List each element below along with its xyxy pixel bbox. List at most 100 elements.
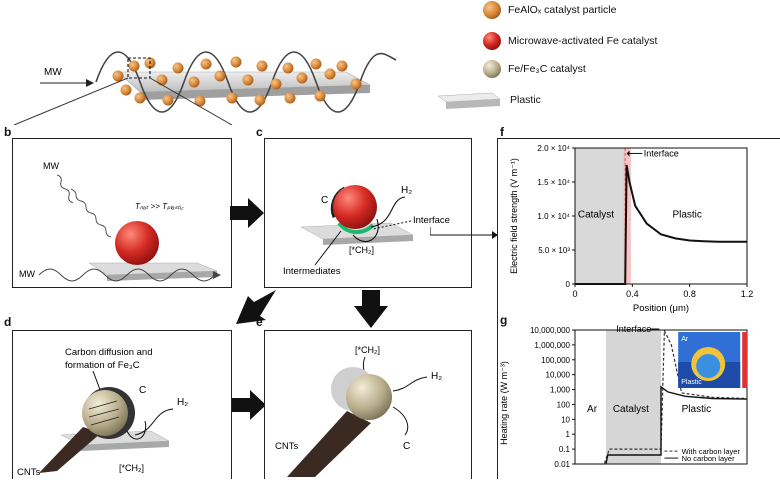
panel-e-fe3c-particle [346,374,392,420]
x-axis-label: Position (μm) [633,303,689,314]
panel-e-diagram: [*CH₂] H₂ C CNTs [275,345,442,477]
region-label-catalyst: Catalyst [578,209,614,220]
arrow-d-to-e [232,390,266,420]
panel-b-diagram: MW Tₙₐₜ >> Tₚₗₐₛₜᵢ꜀ MW [19,161,221,282]
panel-c-h2: H₂ [401,185,412,196]
x-tick-label: 0 [572,289,577,299]
legend-label-plastic: Plastic [510,94,541,106]
diffusion-line-3 [90,416,120,426]
legend-label-with-carbon: With carbon layer [682,447,741,456]
legend-item-fe3c: Fe/Fe₃C catalyst [482,59,586,79]
zoom-box [127,57,151,79]
g-interface-annotation: Interface [616,324,651,334]
panel-d-formation: formation of Fe₃C [65,360,140,371]
panel-d-cnts: CNTs [17,467,40,478]
panel-e-h2: H₂ [431,371,442,382]
arrow-c-to-d [236,290,276,324]
inset-particle [696,354,721,378]
panel-c-carbon: C [321,195,328,206]
chart-g: 10,000,0001,000,000100,00010,0001,000100… [499,324,748,469]
region-label-plastic: Plastic [672,209,701,220]
interface-annotation-head [626,150,630,157]
g-y-tick-label: 10,000 [546,371,571,380]
panel-b-label: b [4,125,12,139]
panel-c-label: c [256,125,263,139]
chart-f-label: f [500,125,504,139]
y-tick-label: 1.5 × 10⁴ [537,178,570,187]
interface-pointer [372,220,412,230]
y-tick-label: 2.0 × 10⁴ [537,144,570,153]
panel-a-schematic: MW [13,51,397,126]
region-label-plastic-g: Plastic [682,404,711,415]
legend-item-fealox: FeAlOₓ catalyst particle [482,0,616,20]
panel-e-h2-arrow [392,376,428,392]
panel-c-loop-arrow [352,218,379,242]
panel-c-diagram: C H₂ Interface [*CH₂] Intermediates [283,185,450,277]
legend-label-fealox: FeAlOₓ catalyst particle [508,4,617,16]
panel-d-carbon: C [139,385,146,396]
inset-ar-label: Ar [681,336,689,343]
incoming-microwave [56,174,74,204]
panel-b-fe-particle [115,221,159,265]
electric-field-curve [575,164,747,285]
panel-a: MW [0,0,470,126]
panel-d-label: d [4,315,12,329]
panel-c-intermediates: Intermediates [283,266,341,277]
panel-d: Carbon diffusion and formation of Fe₃C C… [12,330,232,479]
panel-e-ch2: [*CH₂] [355,345,380,355]
interface-band [623,148,631,284]
y-axis-label: Electric field strength (V m⁻¹) [509,158,519,274]
panel-e-cnt [287,411,371,477]
arrow-c-to-e [354,290,388,328]
g-y-tick-label: 1,000,000 [534,341,570,350]
panel-e-carbon: C [403,441,410,452]
g-y-tick-label: 10,000,000 [530,326,571,335]
arrow-b-to-c [230,198,264,228]
series-no-carbon-layer [605,385,748,465]
panel-d-diagram: Carbon diffusion and formation of Fe₃C C… [17,347,188,478]
panel-b-wave [38,268,216,282]
panel-c-ch2: [*CH₂] [349,245,374,255]
panel-e-c-arrow [392,406,409,436]
intermediate-layer [337,221,375,235]
plastic-slab-icon [437,92,501,109]
catalyst-particles [112,56,362,107]
chart-g-frame [574,329,748,465]
legend-label-fe3c: Fe/Fe₃C catalyst [508,63,586,75]
connector-c-to-f [430,227,498,239]
zoom-line-right [149,77,233,126]
panel-d-h2-arrow [134,408,174,436]
fe-catalyst-icon [483,32,501,50]
interface-annotation: Interface [644,148,679,158]
y-tick-label: 5.0 × 10³ [538,246,570,255]
panel-c-interface: Interface [413,215,450,226]
catalyst-region-g [605,330,661,464]
panel-b-mw-bottom: MW [19,269,35,279]
panel-e-label: e [256,315,263,329]
inset-colorbar [742,332,748,388]
fealox-particle-icon [483,1,501,19]
zoom-line-left [13,77,129,126]
g-y-tick-label: 100 [557,400,571,409]
panel-b-mw-top: MW [43,161,59,171]
inset-plastic-label: Plastic [681,379,702,386]
y-tick-label: 1.0 × 10⁴ [537,212,570,221]
panel-c-fe-particle [333,185,377,229]
legend-item-plastic: Plastic [436,90,541,110]
panel-d-h2: H₂ [177,397,188,408]
panel-d-diffusion: Carbon diffusion and [65,347,153,358]
intermediates-pointer [314,230,342,266]
legend-label-no-carbon: No carbon layer [682,454,735,463]
legend-item-fe-activated: Microwave-activated Fe catalyst [482,31,657,51]
panel-c-h2-arrow [370,196,406,228]
panel-c-plastic-side [323,235,413,245]
panel-b-plastic-side [107,271,217,281]
diffusion-line-1 [88,400,118,410]
diffusion-line-2 [88,408,120,418]
panel-d-loop-arrow [126,420,147,440]
g-y-tick-label: 0.01 [554,460,570,469]
fe3c-catalyst-icon [483,60,501,78]
incoming-microwave-2 [70,188,112,238]
microwave-wave [95,51,397,113]
x-tick-label: 0.8 [683,289,696,299]
